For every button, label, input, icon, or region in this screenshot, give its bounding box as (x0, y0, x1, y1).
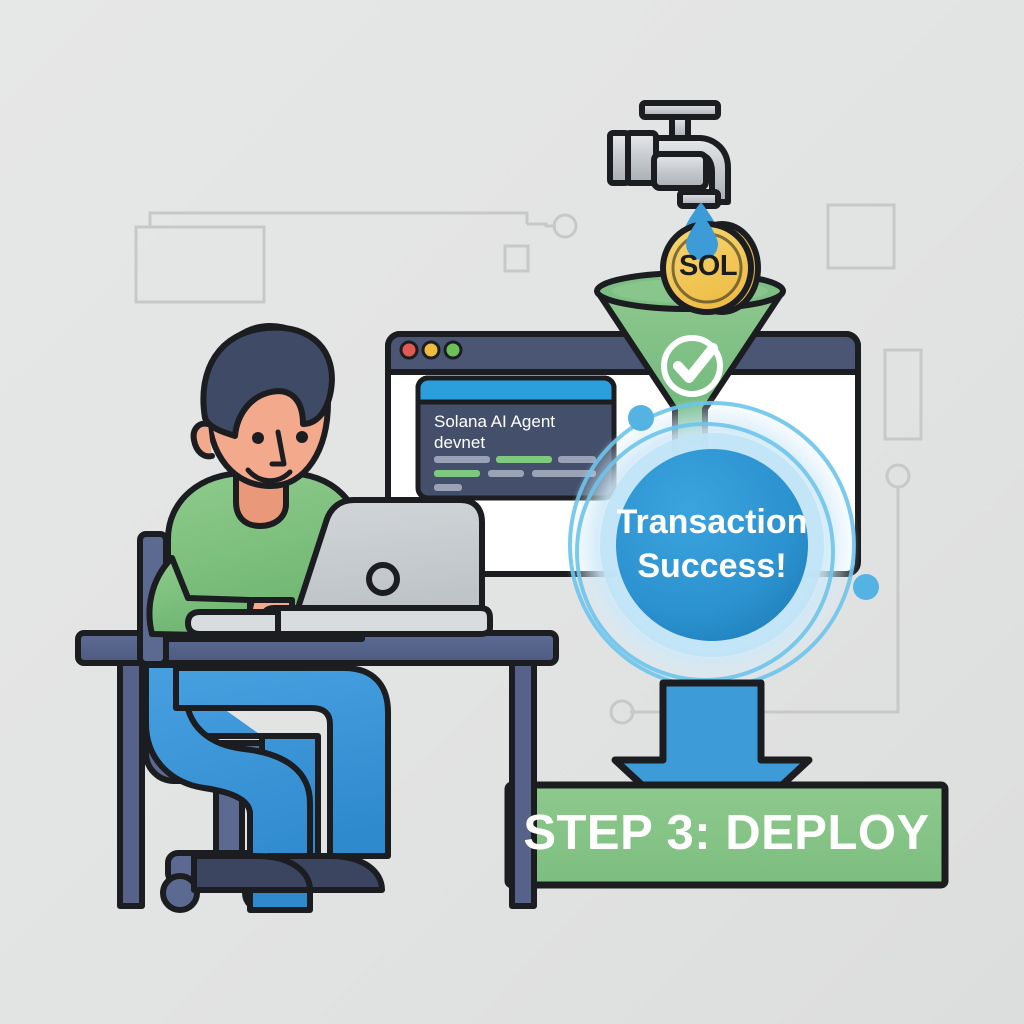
agent-card-title: Solana AI Agent (434, 412, 555, 431)
success-line-1: Transaction (616, 503, 808, 541)
agent-card-subtitle: devnet (434, 433, 486, 452)
sol-coin-label: SOL (678, 250, 738, 282)
step-banner-label: STEP 3: DEPLOY (523, 806, 930, 860)
transaction-success-text: Transaction Success! (592, 500, 832, 588)
browser-traffic-lights[interactable] (399, 340, 463, 360)
maximize-icon[interactable] (443, 340, 463, 360)
agent-card-text: Solana AI Agent devnet (434, 411, 614, 453)
minimize-icon[interactable] (421, 340, 441, 360)
close-icon[interactable] (399, 340, 419, 360)
success-line-2: Success! (637, 547, 787, 585)
